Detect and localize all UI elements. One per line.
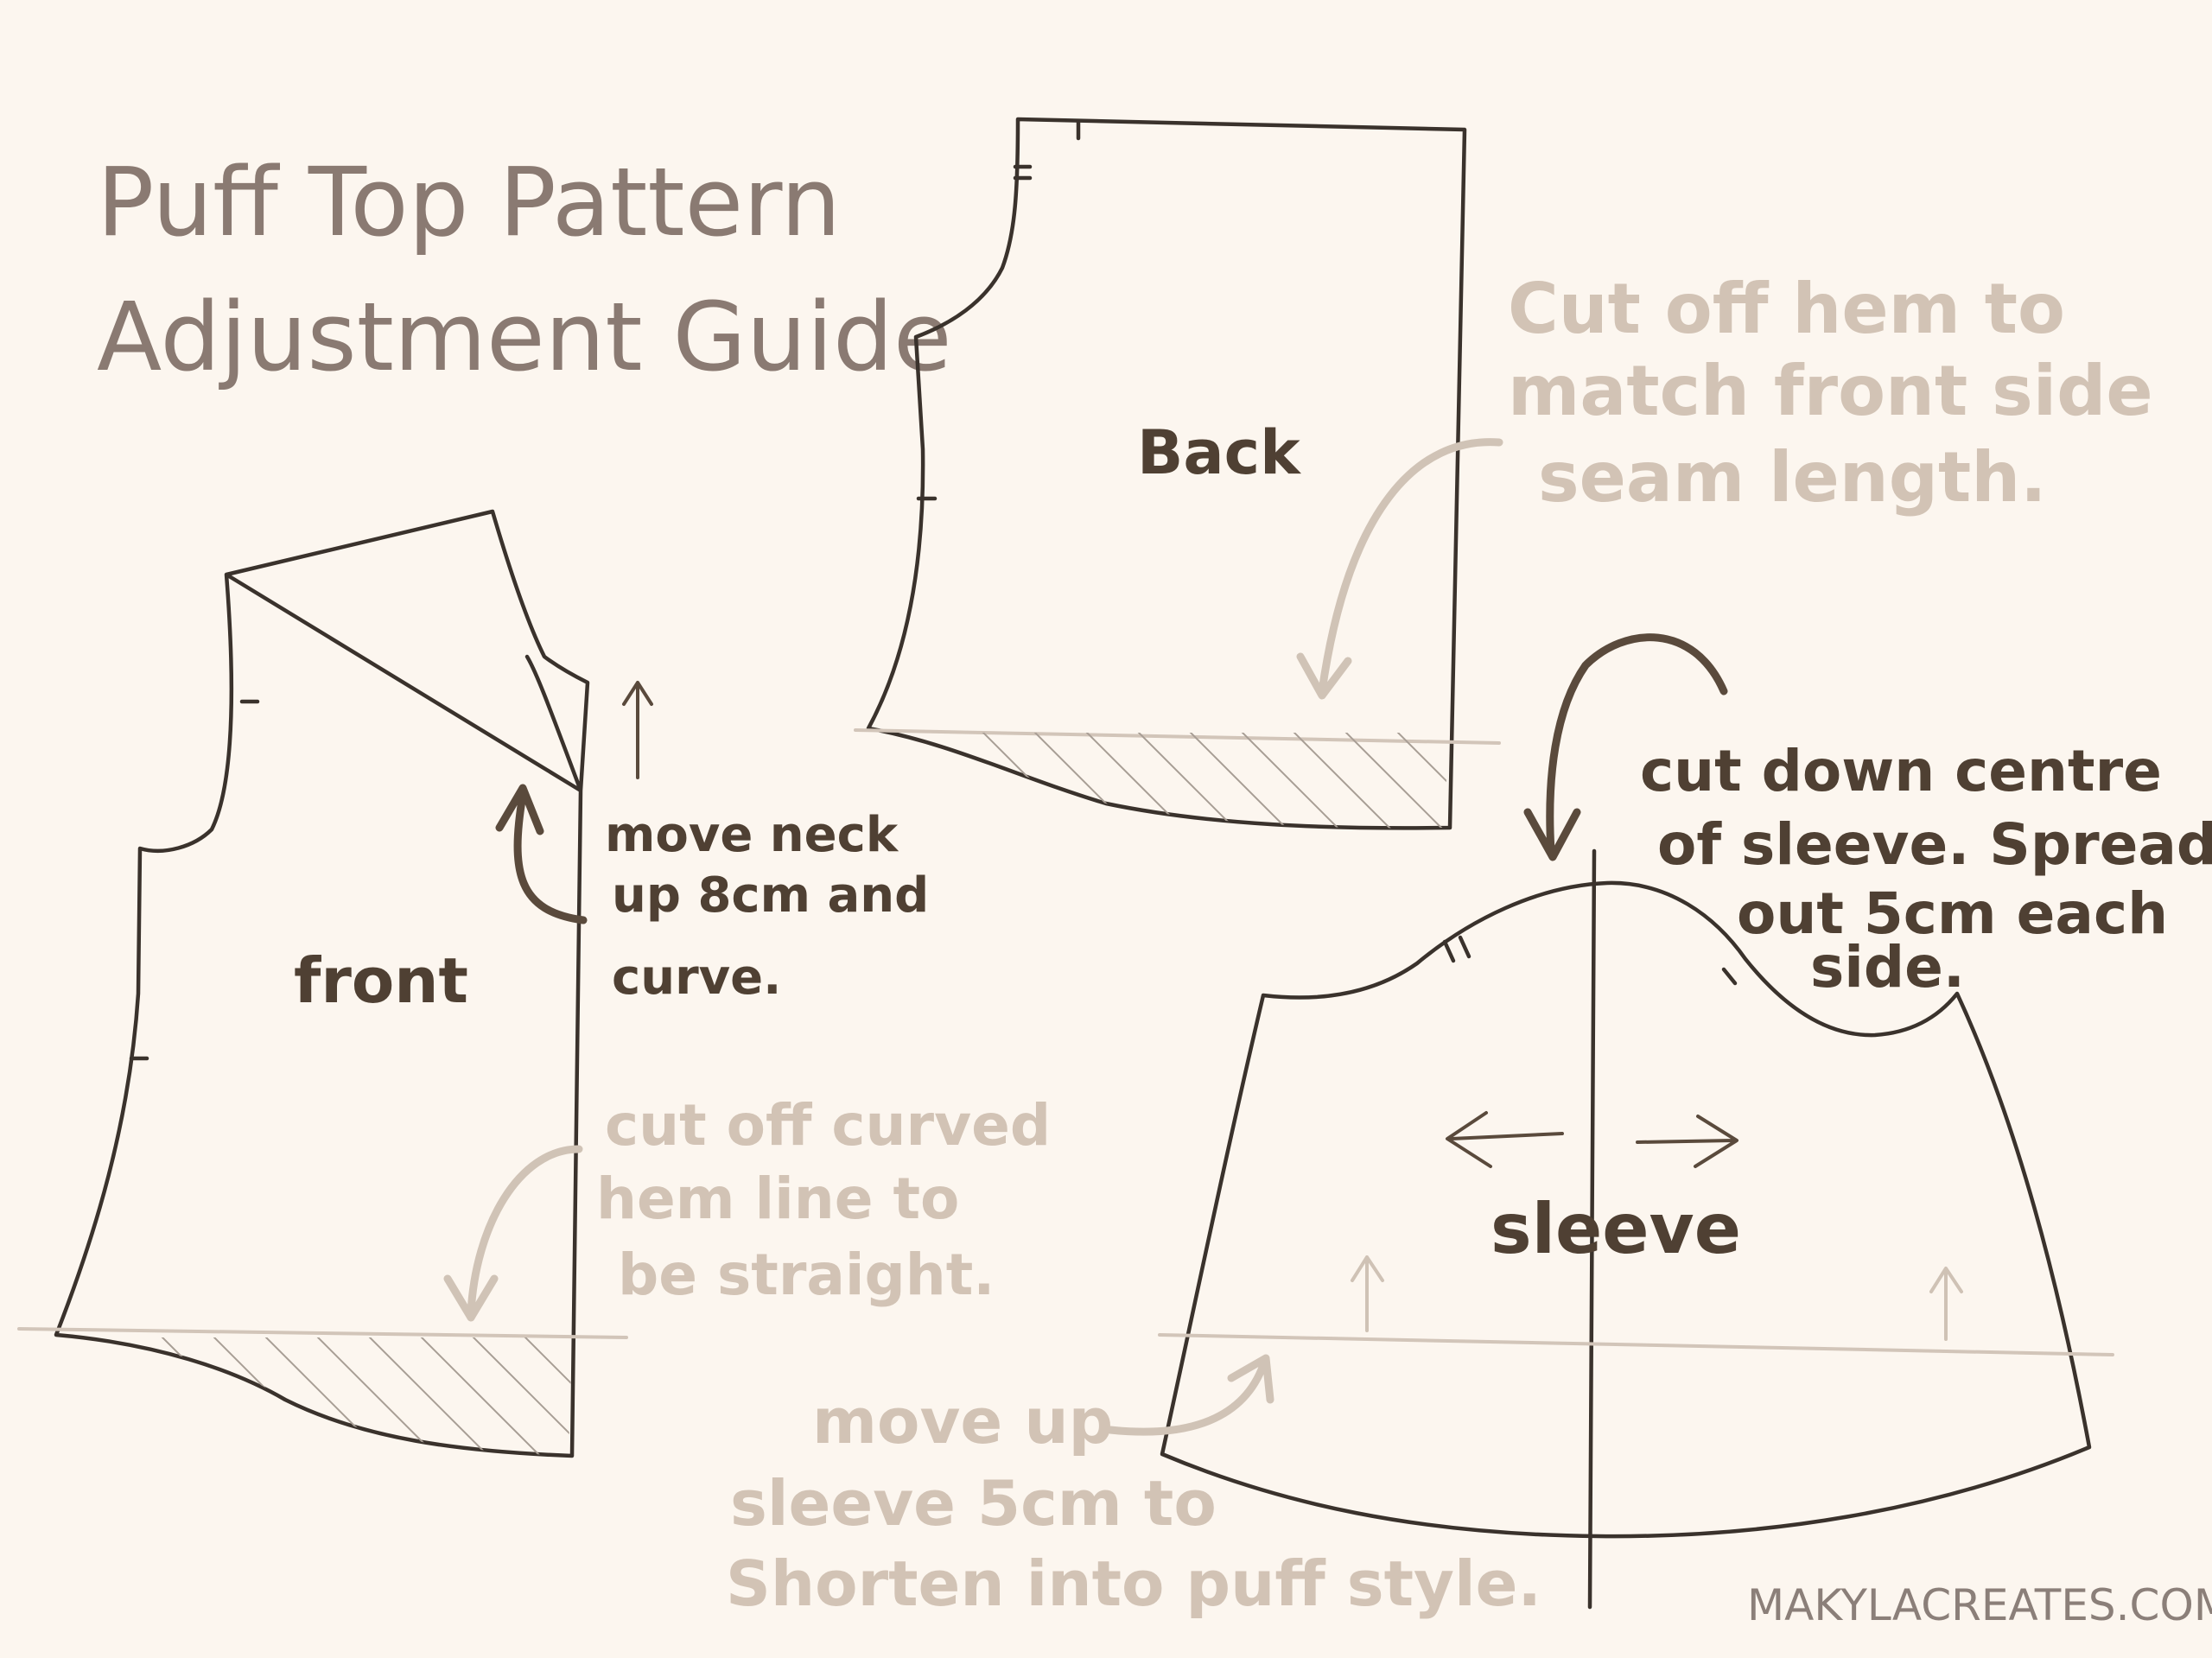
brand-watermark: MAKYLACREATES.COM	[1747, 1580, 2212, 1630]
sleeve-cut-note-line-3: out 5cm each	[1737, 880, 2168, 947]
front-label: front	[294, 944, 468, 1017]
sleeve-notch-2	[1721, 967, 1738, 986]
front-piece: front	[17, 509, 653, 1458]
front-hem-arrow	[443, 1145, 583, 1322]
front-hem-note-line-2: hem line to	[596, 1166, 959, 1232]
sleeve-hem-note-line-2: sleeve 5cm to	[730, 1467, 1217, 1540]
sleeve-cut-arrow	[1523, 633, 1728, 861]
spread-right-arrow	[1636, 1115, 1738, 1168]
sleeve-notch-1b	[1458, 935, 1471, 959]
title-line-2: Adjustment Guide	[97, 282, 952, 392]
sleeve-hem-arrow	[1106, 1354, 1274, 1436]
sleeve-hem-note: move up sleeve 5cm to Shorten into puff …	[726, 1385, 1541, 1620]
sleeve-hem-guide	[1158, 1333, 2114, 1356]
sleeve-cut-note-line-2: of sleeve. Spread	[1657, 811, 2212, 878]
sleeve-notch-1a	[1442, 939, 1456, 963]
sleeve-hem-note-line-1: move up	[812, 1385, 1113, 1458]
front-hem-note: cut off curved hem line to be straight.	[596, 1092, 1071, 1308]
sleeve-cut-note-line-1: cut down centre	[1640, 738, 2162, 804]
back-label: Back	[1137, 417, 1301, 488]
front-hem-guide	[17, 1327, 628, 1339]
back-hem-note-line-3: seam length.	[1538, 437, 2047, 518]
neck-note-line-1: move neck	[605, 807, 899, 863]
neck-curve-arrow	[495, 784, 588, 924]
sleeve-hem-note-line-3: Shorten into puff style.	[726, 1547, 1541, 1620]
sleeve-piece: sleeve	[1106, 633, 2114, 1610]
back-hem-note-line-2: match front side	[1508, 351, 2153, 431]
sleeve-up-arrow-left	[1351, 1255, 1384, 1332]
sleeve-up-arrow-right	[1929, 1267, 1963, 1341]
sleeve-cut-note-line-4: side.	[1810, 934, 1965, 1001]
sleeve-cut-note: cut down centre of sleeve. Spread out 5c…	[1640, 738, 2212, 1001]
back-hem-note-line-1: Cut off hem to	[1508, 269, 2065, 349]
back-hem-guide	[854, 728, 1501, 745]
neck-note-line-3: curve.	[612, 950, 781, 1006]
back-hem-arrow	[1296, 438, 1503, 700]
sleeve-centre-line	[1587, 848, 1597, 1610]
spread-left-arrow	[1446, 1111, 1564, 1168]
neck-up-arrow	[622, 681, 653, 779]
front-outline	[54, 509, 590, 1458]
sleeve-outline	[1160, 880, 2092, 1539]
title-line-1: Puff Top Pattern	[97, 147, 841, 257]
back-hem-note: Cut off hem to match front side seam len…	[1508, 269, 2177, 518]
neck-note: move neck up 8cm and curve.	[605, 807, 946, 1006]
sleeve-label: sleeve	[1491, 1189, 1741, 1269]
back-piece: Back	[854, 117, 1503, 830]
front-hem-note-line-3: be straight.	[618, 1242, 995, 1308]
neck-note-line-2: up 8cm and	[612, 867, 929, 924]
front-hem-note-line-1: cut off curved	[605, 1092, 1051, 1159]
